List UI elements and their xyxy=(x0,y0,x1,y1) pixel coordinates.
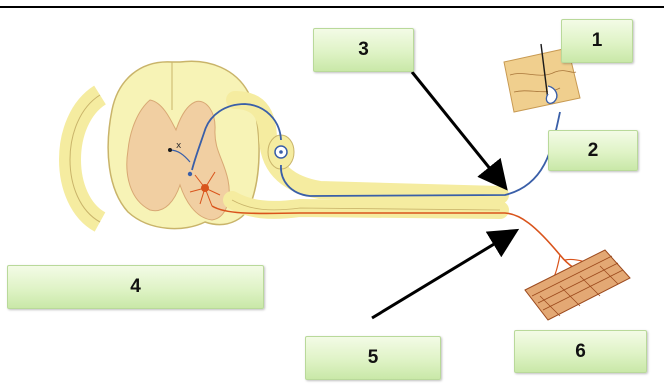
svg-text:x: x xyxy=(176,141,182,151)
label-box-3[interactable]: 3 xyxy=(313,28,414,72)
label-box-4[interactable]: 4 xyxy=(7,265,264,309)
label-box-6[interactable]: 6 xyxy=(514,330,647,373)
arrow-to-motor-fiber xyxy=(372,232,514,318)
arrow-to-sensory-fiber xyxy=(412,72,504,186)
label-box-1[interactable]: 1 xyxy=(561,19,633,63)
nerve-roots xyxy=(70,95,100,222)
label-box-2[interactable]: 2 xyxy=(548,130,638,171)
label-box-5[interactable]: 5 xyxy=(305,336,441,380)
